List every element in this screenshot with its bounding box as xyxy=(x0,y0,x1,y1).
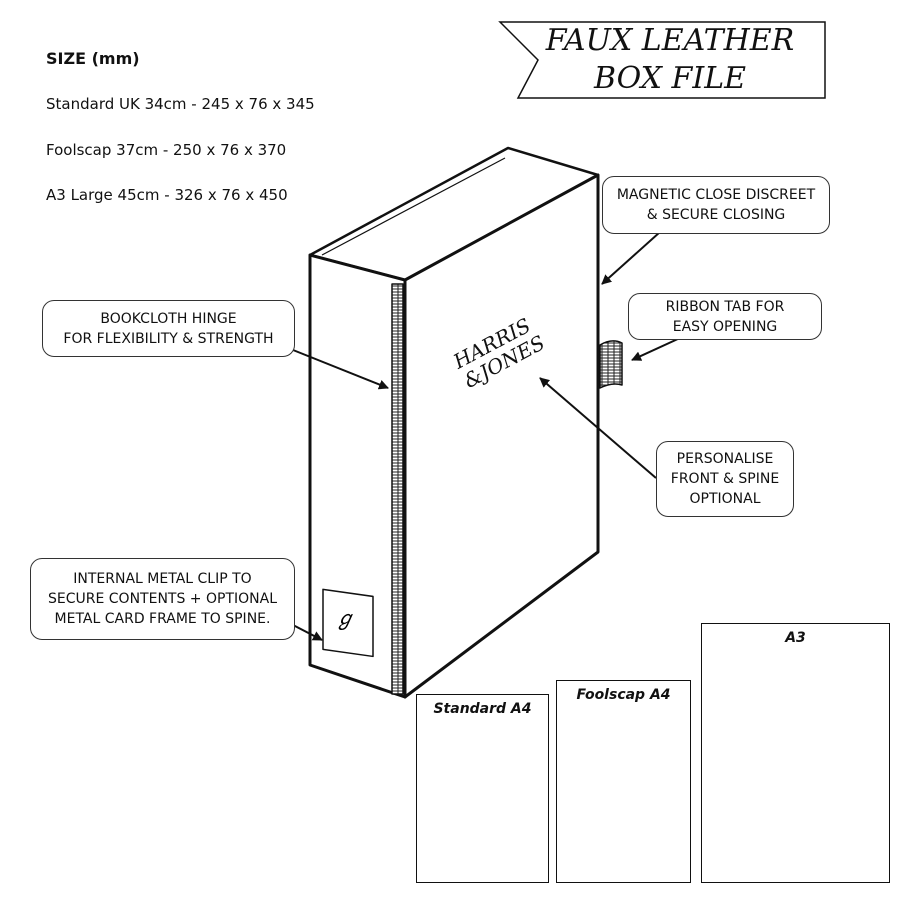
callout-magnetic-close: MAGNETIC CLOSE DISCREET & SECURE CLOSING xyxy=(602,176,830,234)
size-standard: Standard UK 34cm - 245 x 76 x 345 xyxy=(46,95,315,113)
callout-text: MAGNETIC CLOSE DISCREET xyxy=(616,187,816,203)
box-file xyxy=(308,146,623,699)
callout-metal-clip: INTERNAL METAL CLIP TO SECURE CONTENTS +… xyxy=(30,558,295,640)
ribbon-tab xyxy=(599,340,623,389)
bookcloth-hinge xyxy=(391,283,404,695)
paper-standard-a4: Standard A4 xyxy=(416,694,549,883)
box-front-face xyxy=(403,173,600,699)
product-title: FAUX LEATHER BOX FILE xyxy=(520,22,820,98)
title-banner xyxy=(498,21,826,99)
size-a3: A3 Large 45cm - 326 x 76 x 450 xyxy=(46,186,288,204)
callout-text: BOOKCLOTH HINGE xyxy=(100,310,237,327)
callout-personalise: PERSONALISE FRONT & SPINE OPTIONAL xyxy=(656,441,794,517)
paper-a3: A3 xyxy=(701,623,890,883)
callout-text: PERSONALISE xyxy=(676,451,774,467)
signature-icon: ℊ xyxy=(335,606,355,630)
callout-text: FOR FLEXIBILITY & STRENGTH xyxy=(63,330,274,347)
title-line-2: BOX FILE xyxy=(593,61,747,96)
callout-text: OPTIONAL xyxy=(689,491,761,507)
callout-text: EASY OPENING xyxy=(672,318,778,335)
callout-text: METAL CARD FRAME TO SPINE. xyxy=(54,611,271,627)
card-frame xyxy=(322,588,374,658)
callout-text: INTERNAL METAL CLIP TO xyxy=(73,571,252,587)
callout-ribbon-tab: RIBBON TAB FOR EASY OPENING xyxy=(628,293,822,340)
paper-foolscap-a4: Foolscap A4 xyxy=(556,680,691,883)
title-line-1: FAUX LEATHER xyxy=(545,23,795,58)
paper-label: A3 xyxy=(785,630,806,646)
size-heading: SIZE (mm) xyxy=(46,49,140,68)
callout-text: FRONT & SPINE xyxy=(670,471,780,487)
paper-label: Foolscap A4 xyxy=(576,687,671,703)
callout-text: RIBBON TAB FOR xyxy=(665,298,785,315)
callout-arrows xyxy=(292,231,681,641)
paper-label: Standard A4 xyxy=(433,701,532,717)
callout-text: & SECURE CLOSING xyxy=(646,207,786,223)
callout-bookcloth-hinge: BOOKCLOTH HINGE FOR FLEXIBILITY & STRENG… xyxy=(42,300,295,357)
callout-text: SECURE CONTENTS + OPTIONAL xyxy=(48,591,277,607)
size-foolscap: Foolscap 37cm - 250 x 76 x 370 xyxy=(46,141,287,159)
